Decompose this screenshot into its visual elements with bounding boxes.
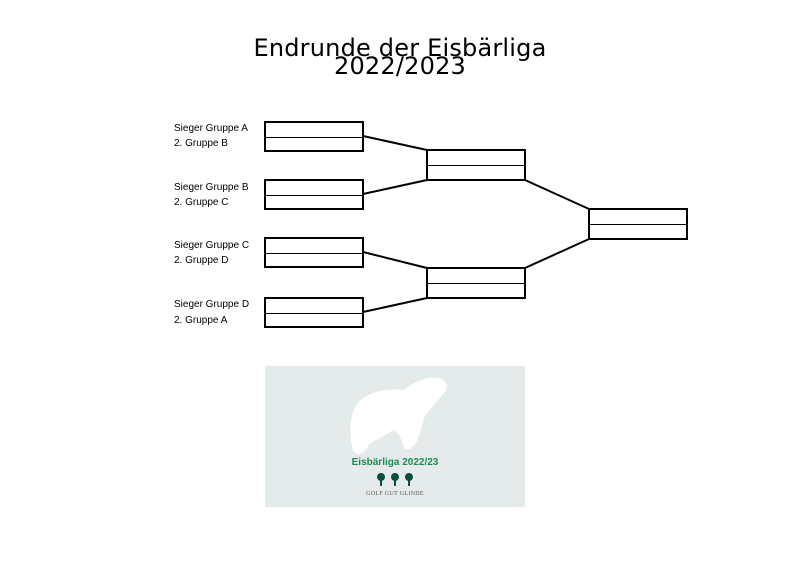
seed-label: 2. Gruppe A	[174, 315, 228, 326]
connector-line	[362, 179, 428, 195]
page-subtitle-season: 2022/2023	[333, 52, 467, 80]
bracket-slot-quarterfinal-4	[264, 297, 364, 328]
club-name: GOLF GUT GLINDE	[366, 491, 424, 497]
seed-label: Sieger Gruppe D	[174, 299, 250, 310]
bracket-slot-quarterfinal-3	[264, 237, 364, 268]
logo-caption: Eisbärliga 2022/23	[351, 457, 439, 468]
connector-line	[362, 297, 428, 313]
bracket-slot-quarterfinal-1	[264, 121, 364, 152]
bracket-slot-final	[588, 208, 688, 240]
connector-line	[524, 179, 590, 210]
golf-tee-icon	[377, 473, 413, 486]
connector-line	[362, 251, 428, 269]
page-title: Endrunde der Eisbärliga	[253, 34, 547, 63]
seed-label: Sieger Gruppe A	[174, 123, 248, 134]
seed-label: 2. Gruppe B	[174, 138, 228, 149]
connector-line	[362, 135, 428, 151]
bracket-slot-semifinal-2	[426, 267, 526, 299]
connector-line	[524, 238, 590, 269]
polar-bear-icon	[350, 377, 447, 454]
seed-label: Sieger Gruppe B	[174, 182, 249, 193]
eisbaerliga-logo: Eisbärliga 2022/23 GOLF GUT GLINDE	[265, 366, 525, 507]
seed-label: 2. Gruppe D	[174, 255, 229, 266]
seed-label: Sieger Gruppe C	[174, 240, 250, 251]
seed-label: 2. Gruppe C	[174, 197, 229, 208]
bracket-slot-semifinal-1	[426, 149, 526, 181]
bracket-slot-quarterfinal-2	[264, 179, 364, 210]
